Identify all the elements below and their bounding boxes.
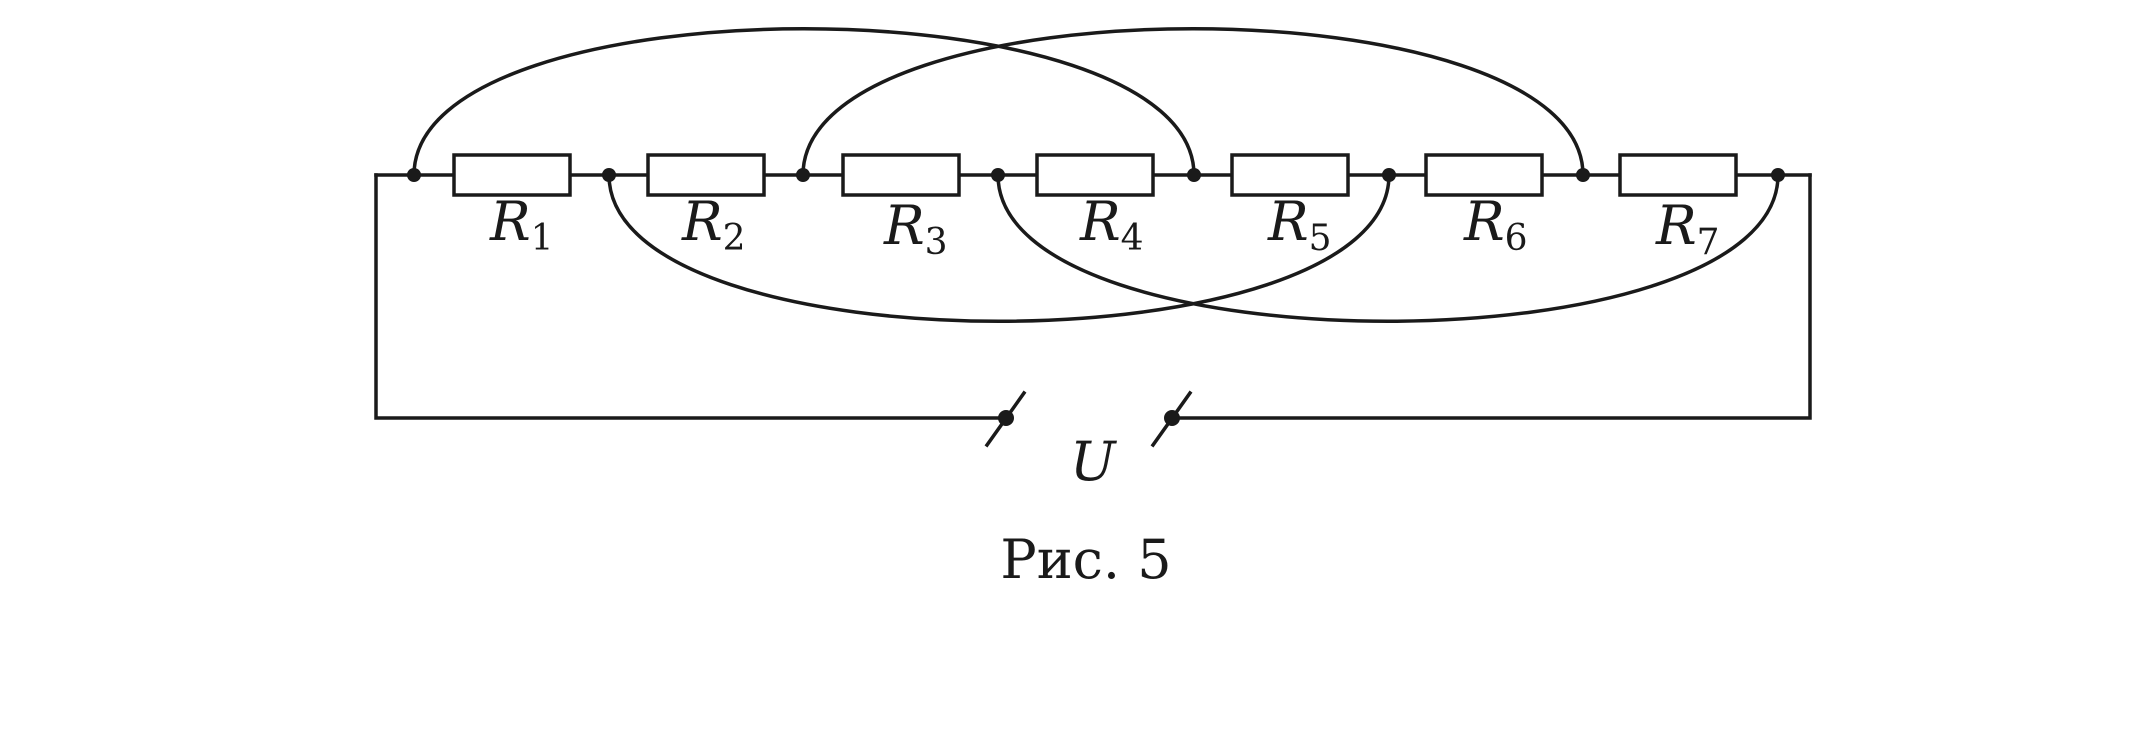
resistor-r3: [841, 153, 961, 197]
resistor-r4: [1035, 153, 1155, 197]
source-terminal-right: [1164, 410, 1180, 426]
junction-node-3: [796, 168, 810, 182]
figure-caption: Рис. 5: [1000, 528, 1171, 591]
source-label: U: [1070, 430, 1117, 493]
junction-node-8: [1771, 168, 1785, 182]
upper-arc-2: [801, 27, 1585, 176]
resistor-r1: [452, 153, 572, 197]
resistor-label-r5: R5: [1267, 190, 1332, 259]
resistor-r2: [646, 153, 766, 197]
right-loop-wire: [1170, 173, 1812, 420]
junction-node-6: [1382, 168, 1396, 182]
resistor-label-r3: R3: [883, 194, 948, 263]
resistor-label-r6: R6: [1463, 190, 1528, 259]
resistor-label-r7: R7: [1655, 194, 1720, 263]
junction-node-2: [602, 168, 616, 182]
resistor-r6: [1424, 153, 1544, 197]
resistor-label-r1: R1: [489, 190, 554, 259]
left-loop-wire: [374, 173, 1007, 420]
junction-node-5: [1187, 168, 1201, 182]
junction-node-7: [1576, 168, 1590, 182]
lower-arc-2: [996, 174, 1780, 323]
source-terminal-left: [998, 410, 1014, 426]
resistor-label-r2: R2: [681, 190, 746, 259]
lower-arc-1: [607, 174, 1391, 323]
resistor-group: [452, 153, 1738, 197]
resistor-r5: [1230, 153, 1350, 197]
resistor-r7: [1618, 153, 1738, 197]
junction-node-1: [407, 168, 421, 182]
upper-arc-1: [412, 27, 1196, 176]
resistor-label-r4: R4: [1079, 190, 1144, 259]
junction-node-4: [991, 168, 1005, 182]
